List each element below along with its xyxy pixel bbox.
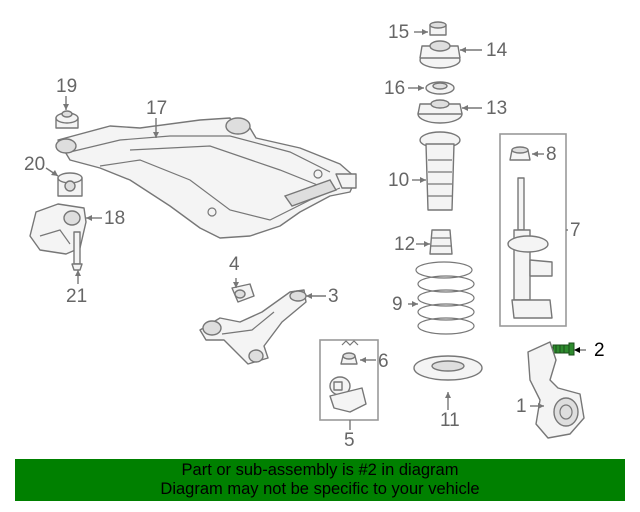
callout-10: 10 [388, 170, 409, 191]
spring-seat-13-part[interactable] [417, 99, 463, 124]
bearing-16-part[interactable] [425, 81, 455, 95]
callout-14: 14 [486, 40, 508, 61]
callout-2: 2 [594, 340, 605, 361]
callout-1: 1 [516, 396, 527, 417]
callout-20: 20 [24, 154, 45, 175]
dust-boot-10-part[interactable] [419, 131, 461, 211]
bushing-20-part[interactable] [57, 172, 83, 197]
callout-4: 4 [229, 254, 240, 275]
callout-13: 13 [486, 98, 507, 119]
callout-7: 7 [570, 220, 581, 241]
callout-15: 15 [388, 22, 409, 43]
bumper-12-part[interactable] [429, 229, 453, 255]
banner-line-part-info: Part or sub-assembly is #2 in diagram [181, 461, 459, 479]
steering-knuckle-1-part[interactable] [527, 341, 585, 439]
bolt-21-part[interactable] [71, 231, 83, 271]
strut-part[interactable] [507, 177, 553, 319]
nut-15-part[interactable] [429, 21, 447, 36]
crossmember-part[interactable] [55, 117, 357, 239]
leader-lines [45, 29, 586, 430]
bracket-18-part[interactable] [29, 203, 87, 255]
coil-spring-9-part[interactable] [415, 261, 475, 335]
callout-19: 19 [56, 76, 77, 97]
bushing-4-part[interactable] [231, 283, 255, 303]
callout-12: 12 [394, 234, 415, 255]
callout-11: 11 [440, 410, 460, 431]
callout-5: 5 [344, 430, 355, 451]
info-banner: Part or sub-assembly is #2 in diagram Di… [15, 459, 625, 501]
mount-19-part[interactable] [55, 110, 79, 129]
bolt-2-part[interactable] [552, 342, 575, 356]
callout-16: 16 [384, 78, 405, 99]
insulator-11-part[interactable] [413, 355, 483, 381]
support-14-part[interactable] [419, 40, 461, 69]
callout-3: 3 [328, 286, 339, 307]
callout-9: 9 [392, 294, 403, 315]
ball-joint-assembly-box [319, 339, 379, 421]
banner-line-disclaimer: Diagram may not be specific to your vehi… [160, 480, 480, 498]
nut-6-part[interactable] [340, 352, 358, 365]
control-arm-3-part[interactable] [199, 289, 307, 365]
callout-6: 6 [378, 351, 389, 372]
nut-8-part[interactable] [509, 146, 531, 161]
callout-21: 21 [66, 286, 87, 307]
callout-8: 8 [546, 144, 557, 165]
ball-joint-part[interactable] [329, 376, 367, 413]
spring-pin-part[interactable] [341, 340, 359, 346]
callout-17: 17 [146, 98, 167, 119]
callout-18: 18 [104, 208, 125, 229]
